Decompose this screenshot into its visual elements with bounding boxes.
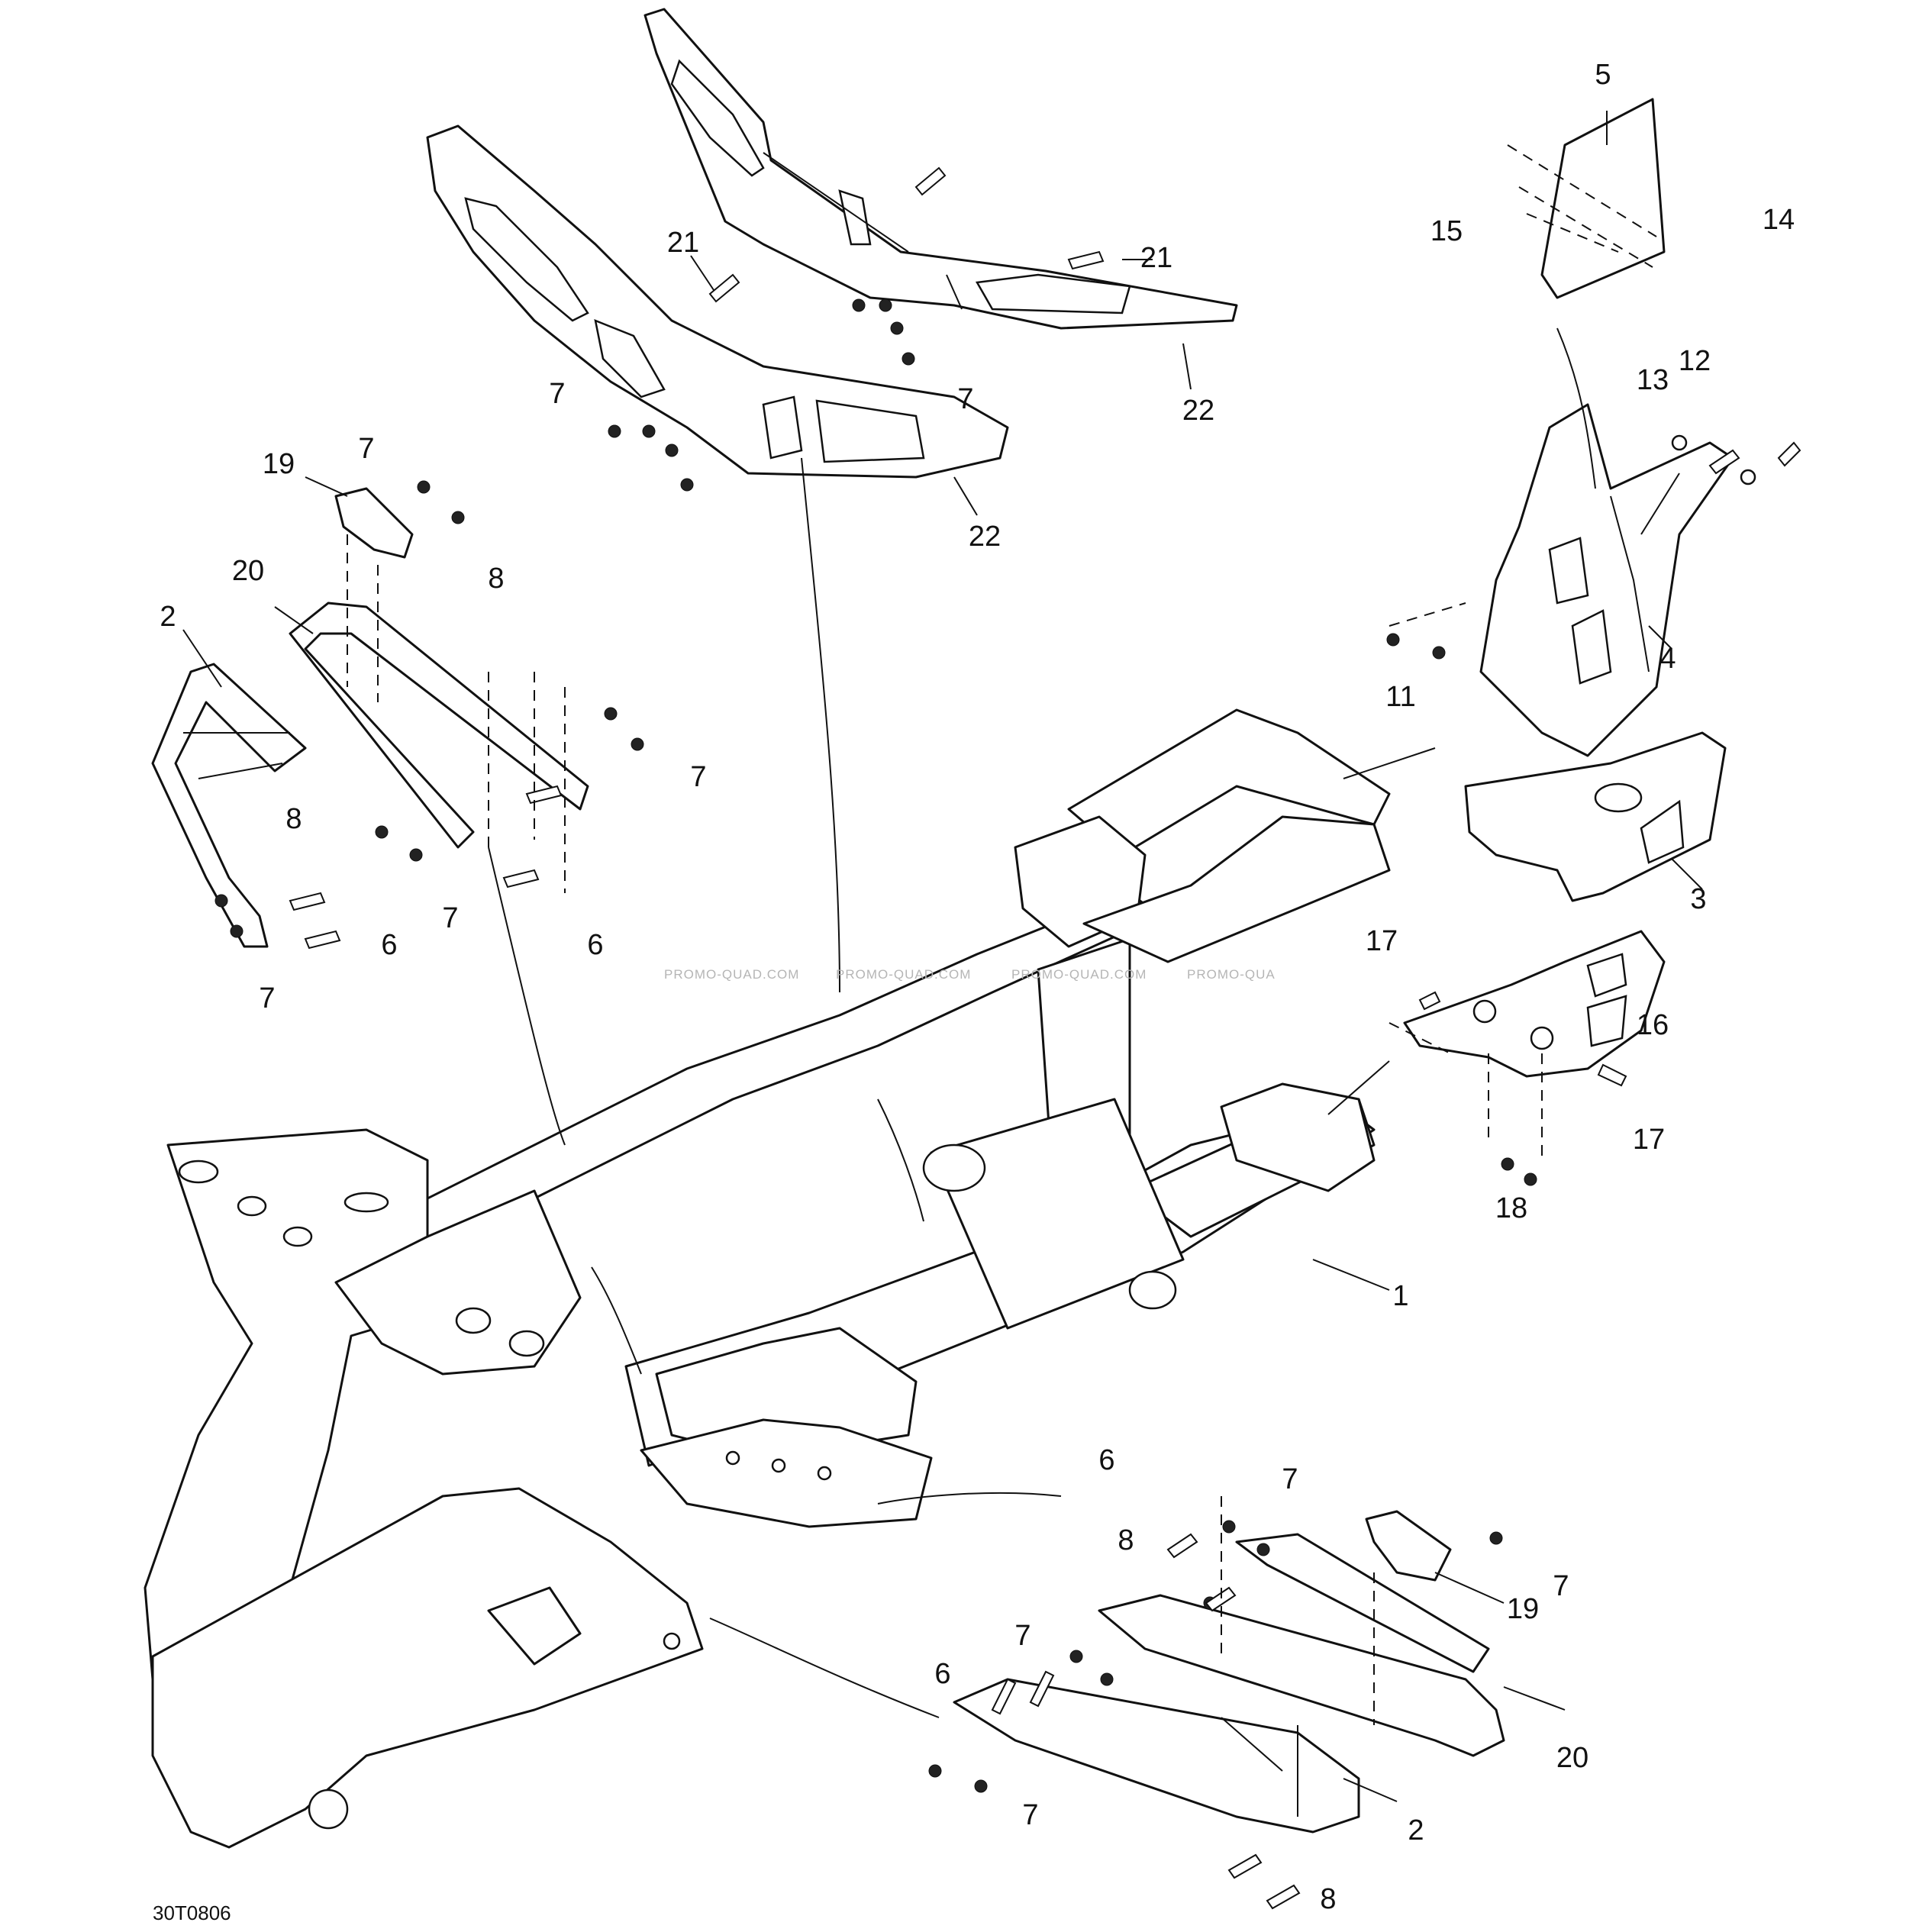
callout-8: 8 <box>1118 1524 1134 1556</box>
callout-7: 7 <box>690 761 706 793</box>
diagram-code: 30T0806 <box>153 1901 231 1924</box>
callout-5: 5 <box>1595 59 1611 91</box>
right-heel-guard <box>1098 1533 1505 1757</box>
callout-18: 18 <box>1495 1192 1527 1224</box>
callout-7: 7 <box>549 378 565 410</box>
callout-17: 17 <box>1366 925 1398 957</box>
callout-16: 16 <box>1637 1009 1669 1041</box>
main-frame <box>144 708 1391 1849</box>
callout-labels: 1 2 2 3 4 5 6 6 6 6 7 7 7 7 7 7 7 7 7 7 … <box>160 59 1795 1915</box>
callout-6: 6 <box>587 929 603 961</box>
mud-flap <box>1507 98 1666 299</box>
upper-rail-rear <box>643 8 1238 330</box>
callout-7: 7 <box>358 433 374 465</box>
callout-22: 22 <box>1182 395 1214 427</box>
callout-17: 17 <box>1633 1124 1665 1156</box>
callout-14: 14 <box>1763 204 1795 236</box>
callout-8: 8 <box>488 563 504 595</box>
callout-7: 7 <box>442 902 458 934</box>
callout-leaders <box>182 111 1703 1802</box>
callout-3: 3 <box>1690 883 1706 915</box>
callout-13: 13 <box>1637 364 1669 396</box>
callout-22: 22 <box>969 521 1001 553</box>
callout-11: 11 <box>1385 681 1415 713</box>
left-mount-bracket <box>334 487 414 559</box>
callout-6: 6 <box>1098 1444 1114 1476</box>
callout-2: 2 <box>160 601 176 633</box>
callout-20: 20 <box>1556 1742 1588 1774</box>
upper-rail-front <box>426 124 1009 479</box>
callout-7: 7 <box>1022 1799 1038 1831</box>
callout-1: 1 <box>1392 1280 1408 1312</box>
callout-8: 8 <box>285 803 302 835</box>
callout-15: 15 <box>1430 215 1463 247</box>
callout-7: 7 <box>259 982 275 1014</box>
callout-20: 20 <box>232 555 264 587</box>
watermarks: PROMO-QUAD.COM PROMO-QUAD.COM PROMO-QUAD… <box>664 967 1276 982</box>
callout-21: 21 <box>1140 242 1172 274</box>
callout-8: 8 <box>1320 1883 1336 1915</box>
callout-19: 19 <box>1507 1593 1539 1625</box>
callout-4: 4 <box>1659 643 1676 675</box>
support-plate <box>1403 930 1666 1078</box>
left-heel-guard <box>289 602 589 849</box>
callout-7: 7 <box>1014 1620 1031 1652</box>
callout-21: 21 <box>667 227 699 259</box>
callout-7: 7 <box>1553 1570 1569 1602</box>
left-footrest-guard <box>151 663 307 948</box>
watermark: PROMO-QUAD.COM <box>836 967 971 982</box>
lower-support-bracket <box>1464 731 1727 902</box>
callout-7: 7 <box>957 383 973 415</box>
callout-19: 19 <box>263 448 295 480</box>
rear-support-bracket <box>1479 403 1734 757</box>
callout-12: 12 <box>1679 345 1711 377</box>
assembly-arrows <box>488 327 1596 1718</box>
watermark: PROMO-QUAD.COM <box>664 967 799 982</box>
watermark: PROMO-QUAD.COM <box>1011 967 1147 982</box>
right-mount-bracket <box>1365 1510 1452 1582</box>
alignment-lines <box>347 534 1543 1725</box>
callout-2: 2 <box>1408 1814 1424 1847</box>
hardware <box>214 166 1801 1910</box>
callout-6: 6 <box>934 1658 950 1690</box>
right-footrest-guard <box>953 1678 1360 1834</box>
callout-7: 7 <box>1282 1463 1298 1495</box>
callout-6: 6 <box>381 929 397 961</box>
watermark: PROMO-QUA <box>1187 967 1276 982</box>
